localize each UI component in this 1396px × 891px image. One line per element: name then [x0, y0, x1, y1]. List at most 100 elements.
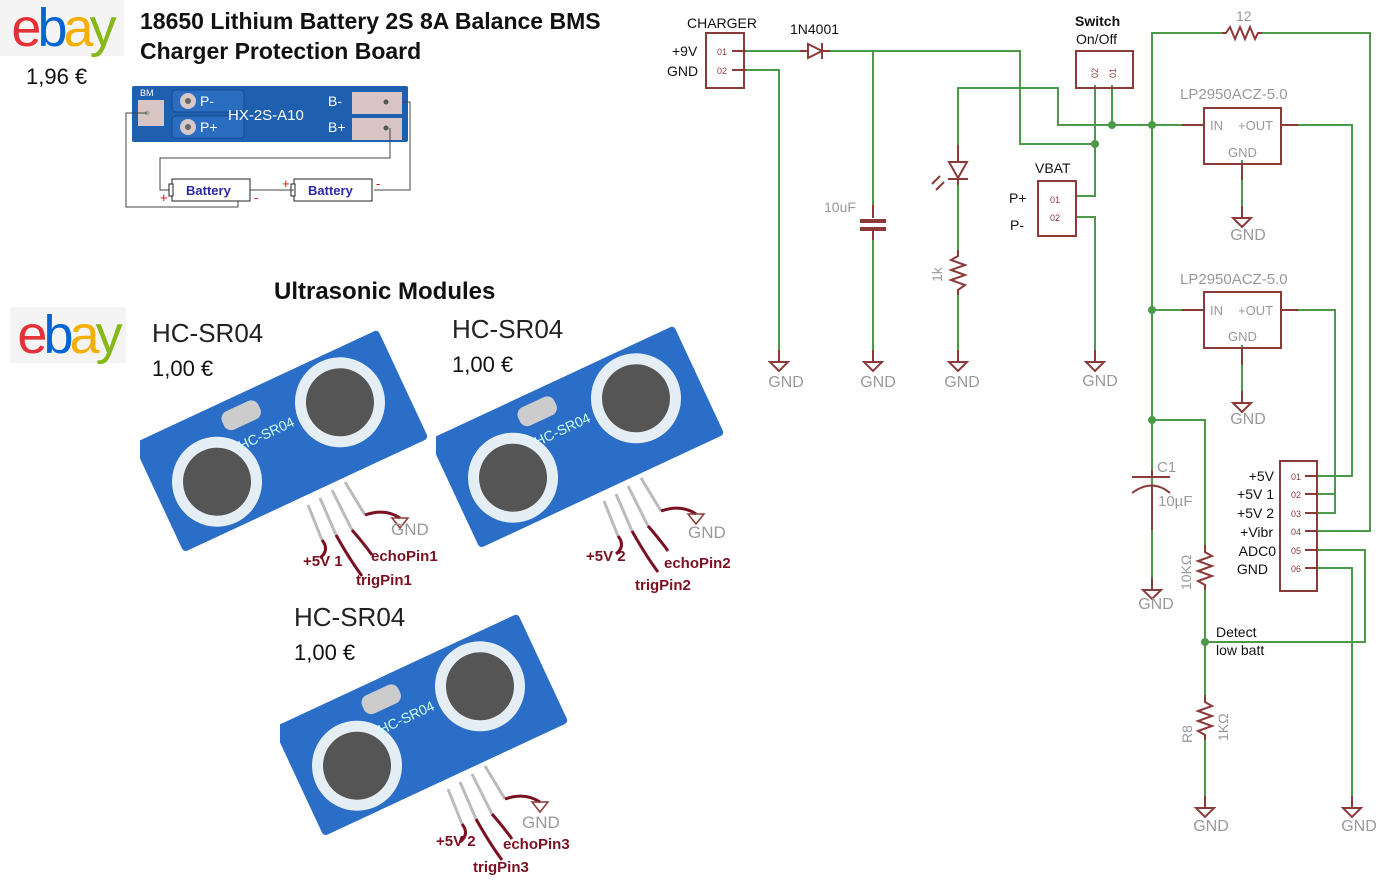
detect-label-2: low batt — [1216, 642, 1264, 658]
vbat-name: VBAT — [1035, 160, 1071, 176]
svg-text:+Vibr: +Vibr — [1240, 524, 1273, 540]
svg-text:GND: GND — [1138, 596, 1174, 613]
vbat-connector — [1037, 180, 1077, 237]
svg-text:+OUT: +OUT — [1238, 303, 1273, 318]
switch — [1075, 50, 1134, 89]
svg-text:06: 06 — [1291, 564, 1301, 574]
svg-text:Battery: Battery — [186, 183, 232, 198]
svg-text:+: + — [160, 190, 168, 205]
bms-title-line1: 18650 Lithium Battery 2S 8A Balance BMS — [140, 8, 601, 34]
sensor-illustration: HC-SR04 — [140, 330, 428, 577]
svg-text:IN: IN — [1210, 303, 1223, 318]
resistor-10k — [1195, 545, 1215, 590]
vbat-pin1-label: P+ — [1009, 190, 1027, 206]
resistor-1k — [948, 250, 968, 295]
svg-text:GND: GND — [1228, 145, 1257, 160]
resistor-r8 — [1195, 695, 1215, 740]
module-name: HC-SR04 — [452, 314, 564, 344]
ultrasonic-heading: Ultrasonic Modules — [274, 278, 496, 305]
pad-b-plus: B+ — [328, 119, 346, 135]
svg-text:-: - — [254, 190, 258, 205]
svg-text:01: 01 — [1291, 472, 1301, 482]
gnd-labels: GND GND GND GND GND GND GND GND GND — [768, 227, 1377, 835]
regulator1-name: LP2950ACZ-5.0 — [1180, 86, 1288, 103]
svg-text:01: 01 — [717, 47, 727, 57]
header-pins: 01 02 03 04 05 06 — [1291, 472, 1301, 574]
cap-value: 10uF — [824, 199, 856, 215]
svg-text:+5V 2: +5V 2 — [1237, 505, 1274, 521]
svg-text:GND: GND — [1230, 227, 1266, 244]
resistor-12-value: 12 — [1236, 8, 1252, 24]
detect-label-1: Detect — [1216, 624, 1257, 640]
module-name: HC-SR04 — [294, 602, 406, 632]
svg-text:02: 02 — [1090, 68, 1100, 78]
module-name: HC-SR04 — [152, 318, 264, 348]
led — [947, 161, 969, 181]
module-price: 1,00 € — [152, 356, 214, 381]
svg-text:02: 02 — [717, 66, 727, 76]
switch-name: Switch — [1075, 13, 1120, 29]
sensor-illustration: HC-SR04 — [436, 326, 724, 573]
pad-b-minus: B- — [328, 93, 342, 109]
pin-label-echo: echoPin3 — [503, 836, 570, 853]
pin-label-vcc: +5V 1 — [303, 553, 343, 570]
c1-value: 10µF — [1158, 493, 1193, 510]
svg-text:GND: GND — [860, 374, 896, 391]
switch-sub: On/Off — [1076, 31, 1117, 47]
svg-text:+5V 1: +5V 1 — [1237, 486, 1274, 502]
svg-text:+: + — [282, 176, 290, 191]
svg-text:02: 02 — [1050, 213, 1060, 223]
svg-text:04: 04 — [1291, 527, 1301, 537]
svg-text:ADC0: ADC0 — [1239, 543, 1277, 559]
diode-1n4001 — [807, 42, 825, 60]
svg-text:01: 01 — [1108, 68, 1118, 78]
header-connector — [1279, 460, 1318, 592]
vbat-pin2-label: P- — [1010, 217, 1024, 233]
r8-name: R8 — [1179, 725, 1195, 743]
svg-text:GND: GND — [1193, 818, 1229, 835]
svg-text:GND: GND — [1230, 411, 1266, 428]
pin-label-gnd: GND — [391, 520, 429, 539]
pad-p-plus: P+ — [200, 119, 218, 135]
bms-title-line2: Charger Protection Board — [140, 38, 422, 64]
c1-name: C1 — [1157, 459, 1176, 476]
svg-text:GND: GND — [1082, 373, 1118, 390]
module-price: 1,00 € — [294, 640, 356, 665]
pin-label-gnd: GND — [522, 813, 560, 832]
r10k-value: 10KΩ — [1178, 555, 1194, 590]
svg-text:05: 05 — [1291, 546, 1301, 556]
pin-label-trig: trigPin1 — [356, 572, 412, 589]
pin-label-vcc: +5V 2 — [436, 833, 476, 850]
diode-label: 1N4001 — [790, 21, 839, 37]
svg-text:02: 02 — [1291, 490, 1301, 500]
charger-name: CHARGER — [687, 15, 757, 31]
bms-board-diagram: BM P- P+ B- B+ HX-2S-A10 Battery Battery… — [125, 86, 411, 208]
bms-price: 1,96 € — [26, 64, 88, 89]
svg-text:03: 03 — [1291, 509, 1301, 519]
svg-text:+5V: +5V — [1249, 468, 1275, 484]
module-price: 1,00 € — [452, 352, 514, 377]
pin-label-echo: echoPin1 — [371, 548, 438, 565]
charger-pin1-label: +9V — [672, 43, 698, 59]
regulator2-name: LP2950ACZ-5.0 — [1180, 271, 1288, 288]
svg-text:01: 01 — [1050, 195, 1060, 205]
svg-text:Battery: Battery — [308, 183, 354, 198]
header-labels: +5V +5V 1 +5V 2 +Vibr ADC0 GND — [1237, 468, 1276, 577]
r8-value: 1KΩ — [1215, 713, 1231, 741]
sensor-illustration: HC-SR04 — [280, 614, 568, 861]
pad-bm: BM — [140, 88, 154, 98]
svg-text:GND: GND — [768, 374, 804, 391]
pin-label-trig: trigPin2 — [635, 577, 691, 594]
board-model: HX-2S-A10 — [228, 107, 304, 124]
charger-connector — [705, 32, 745, 89]
svg-text:GND: GND — [1228, 329, 1257, 344]
svg-text:+OUT: +OUT — [1238, 118, 1273, 133]
resistor-12 — [1222, 24, 1262, 42]
pin-label-vcc: +5V 2 — [586, 548, 626, 565]
pad-p-minus: P- — [200, 93, 214, 109]
pin-label-trig: trigPin3 — [473, 859, 529, 876]
pin-label-gnd: GND — [688, 523, 726, 542]
